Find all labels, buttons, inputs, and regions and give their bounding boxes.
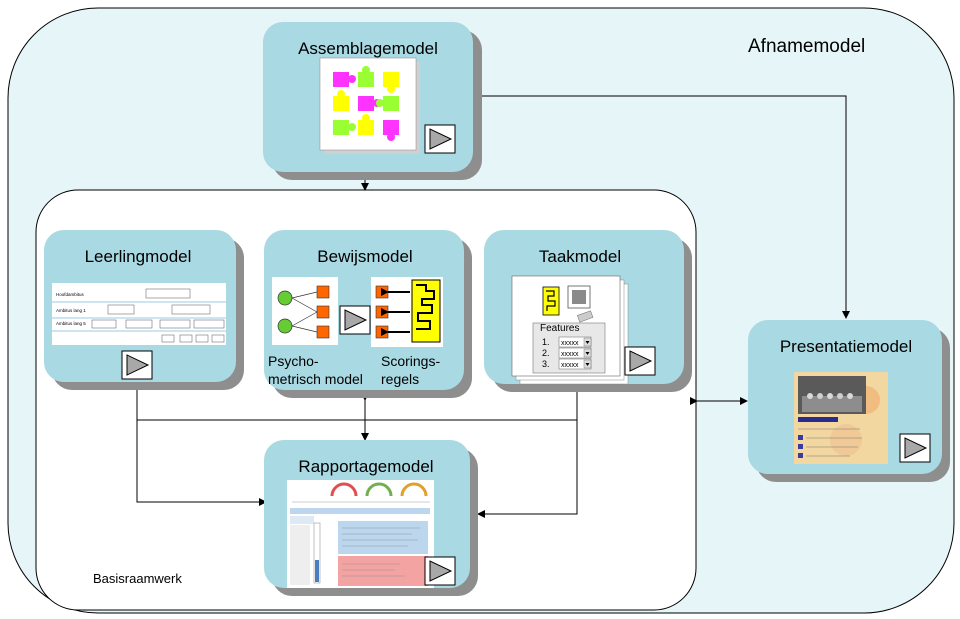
bewijsmodel-card[interactable]: Bewijsmodel xyxy=(264,230,472,398)
connectors xyxy=(133,92,850,518)
play-icon[interactable] xyxy=(899,433,931,463)
svg-text:3.: 3. xyxy=(542,359,550,369)
play-icon[interactable] xyxy=(624,346,656,376)
connector-leerling-rapportage xyxy=(133,383,267,506)
scoring-caption-1: Scorings- xyxy=(381,353,440,369)
connector-taak-rapportage xyxy=(477,385,581,518)
connector-assemblage-presentatie xyxy=(473,92,850,319)
bewijsmodel-title: Bewijsmodel xyxy=(317,247,412,266)
scoring-caption-2: regels xyxy=(381,371,419,387)
svg-text:xxxxx: xxxxx xyxy=(561,362,579,369)
report-screenshot-image xyxy=(287,480,434,588)
psychometric-caption-2: metrisch model xyxy=(268,371,363,387)
leerlingmodel-card[interactable]: Leerlingmodel Hoofdambitus Ambitus lang … xyxy=(44,230,244,390)
network-image xyxy=(272,277,338,345)
hierarchy-image: Hoofdambitus Ambitus lang 1 Ambitus lang… xyxy=(52,288,226,343)
svg-text:xxxxx: xxxxx xyxy=(561,351,579,358)
svg-text:Ambitus lang 5: Ambitus lang 5 xyxy=(56,321,86,326)
rapportagemodel-title: Rapportagemodel xyxy=(298,457,433,476)
scoring-rules-image xyxy=(371,277,443,347)
svg-text:Hoofdambitus: Hoofdambitus xyxy=(56,292,85,297)
taakmodel-card[interactable]: Taakmodel Features 1. xxxxx 2. xxxxx xyxy=(484,230,692,392)
basisraamwerk-label: Basisraamwerk xyxy=(93,571,182,586)
svg-text:xxxxx: xxxxx xyxy=(561,340,579,347)
task-image xyxy=(542,285,594,323)
presentation-screenshot-image xyxy=(794,372,888,464)
svg-text:2.: 2. xyxy=(542,348,550,358)
rapportagemodel-card[interactable]: Rapportagemodel xyxy=(264,440,478,596)
feature-row[interactable]: 1. xxxxx xyxy=(542,336,592,348)
assemblagemodel-title: Assemblagemodel xyxy=(298,39,438,58)
svg-text:Ambitus lang 1: Ambitus lang 1 xyxy=(56,308,86,313)
assemblagemodel-card[interactable]: Assemblagemodel xyxy=(263,22,482,180)
play-icon[interactable] xyxy=(424,124,456,154)
play-icon[interactable] xyxy=(339,305,371,335)
psychometric-caption-1: Psycho- xyxy=(268,353,319,369)
play-icon[interactable] xyxy=(121,350,153,380)
play-icon[interactable] xyxy=(424,556,456,586)
feature-row[interactable]: 2. xxxxx xyxy=(542,347,592,359)
presentatiemodel-card[interactable]: Presentatiemodel xyxy=(748,320,950,482)
feature-row[interactable]: 3. xxxxx xyxy=(542,358,592,370)
puzzle-pieces-image xyxy=(333,66,399,141)
taakmodel-title: Taakmodel xyxy=(539,247,621,266)
svg-text:1.: 1. xyxy=(542,337,550,347)
presentatiemodel-title: Presentatiemodel xyxy=(780,337,912,356)
afnamemodel-label: Afnamemodel xyxy=(748,36,865,57)
leerlingmodel-title: Leerlingmodel xyxy=(85,247,192,266)
features-label: Features xyxy=(540,323,579,334)
